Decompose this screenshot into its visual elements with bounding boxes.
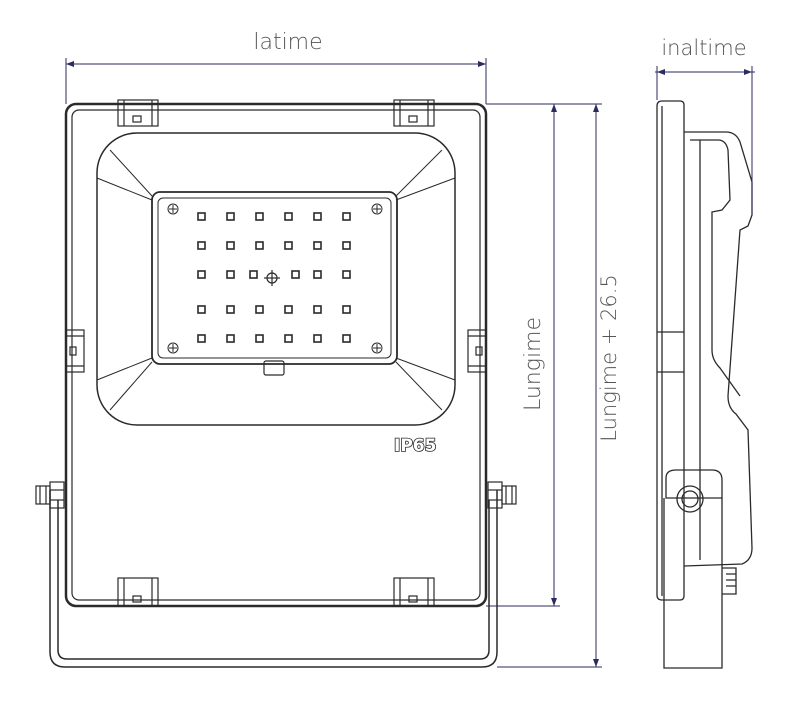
top-clip-right [393,99,435,127]
led-chip [342,270,351,279]
pivot-bolt-left [35,481,65,509]
height-label: inaltime [661,36,746,60]
led-chip [342,241,351,250]
dimension-length-total: Lungime + 26.5 [486,103,621,668]
led-chip [291,270,300,279]
led-chip [255,241,264,250]
side-pivot-inner [681,490,699,508]
led-module-inner [157,197,392,359]
led-chip [313,270,322,279]
front-view: IP65 [35,99,517,668]
ip-rating-label: IP65 [394,436,436,456]
dimension-length: Lungime [486,103,560,607]
led-chip [342,305,351,314]
side-clip-right [467,329,487,373]
mounting-bracket [49,490,498,668]
led-chip [284,241,293,250]
led-chip [197,334,206,343]
housing-inner [71,109,481,601]
led-chip [226,305,235,314]
bottom-clip-left [117,577,159,607]
led-chip [226,334,235,343]
reflector-facet-lines [96,149,456,411]
top-clip-left [117,99,159,127]
led-chip [197,270,206,279]
led-chip [313,334,322,343]
side-view [656,100,753,669]
led-chip [284,334,293,343]
led-module-plate [151,191,398,365]
led-chip [255,334,264,343]
led-chip [226,212,235,221]
led-chip [284,305,293,314]
led-chip [197,241,206,250]
length-total-label: Lungime + 26.5 [597,274,621,441]
side-housing [656,100,685,601]
housing-outer [64,102,488,608]
cable-gland-tab [263,360,285,376]
side-cable-gland [722,567,737,595]
center-sensor [264,270,280,286]
length-label: Lungime [521,317,546,411]
reflector-recess [96,132,456,426]
led-chip [255,305,264,314]
led-chip [249,270,258,279]
led-chip [342,334,351,343]
led-chip [342,212,351,221]
led-chip [197,212,206,221]
led-chip [197,305,206,314]
dimension-width: latime [65,30,487,104]
led-chip [313,305,322,314]
bottom-clip-right [393,577,435,607]
led-chip [313,212,322,221]
dimension-height: inaltime [655,36,755,215]
led-chip [313,241,322,250]
pivot-bolt-right [487,481,517,509]
led-chip [226,270,235,279]
led-array [197,212,351,343]
side-bracket [663,498,723,669]
led-chip [255,212,264,221]
width-label: latime [253,30,322,55]
led-chip [226,241,235,250]
side-clip-left [65,329,85,373]
side-heatsink [683,131,753,567]
side-pivot-outer [676,485,704,513]
plate-screws [167,203,383,354]
led-chip [284,212,293,221]
